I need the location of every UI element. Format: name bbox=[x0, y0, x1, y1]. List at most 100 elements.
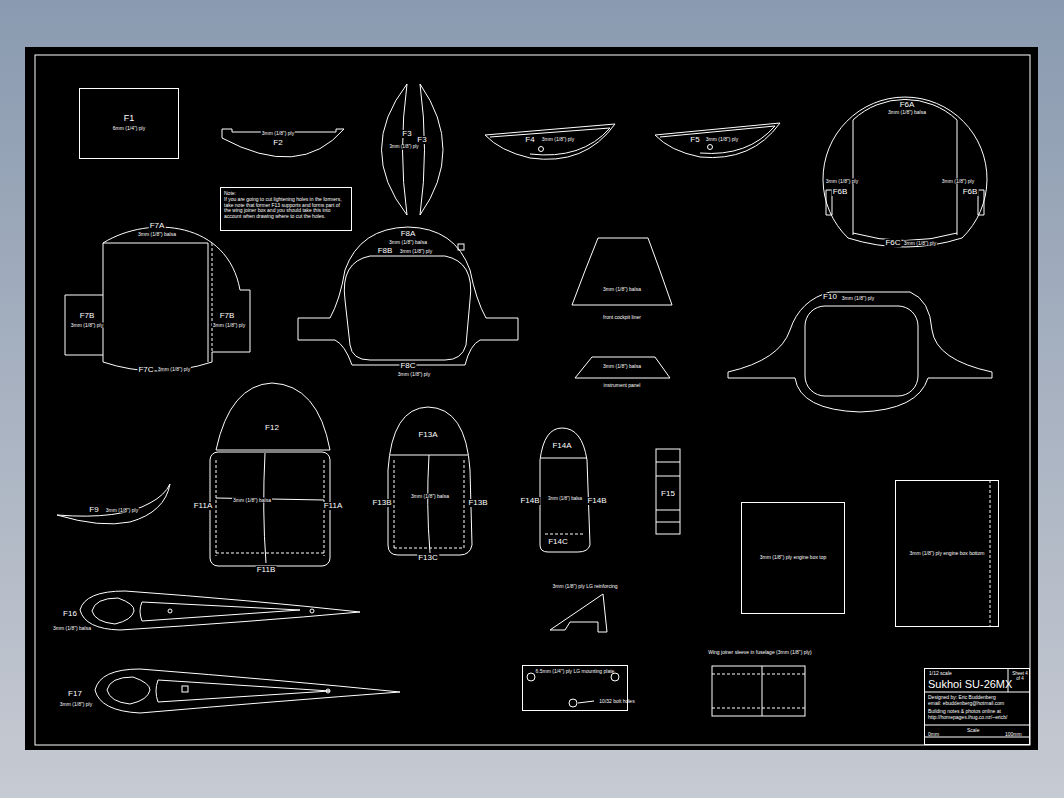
former-f6a-inner bbox=[853, 99, 957, 120]
side-f16 bbox=[80, 591, 360, 630]
part-note: 3mm (1/8") balsa bbox=[547, 497, 583, 502]
part-name: F6B bbox=[832, 188, 849, 196]
node-text: 6.5mm (1/4") ply LG mounting plate bbox=[536, 669, 615, 675]
drawing-sheet bbox=[25, 47, 1038, 750]
part-note: 3mm (1/8") balsa bbox=[602, 287, 642, 292]
part-name: F4 bbox=[524, 136, 535, 144]
node-heading: 1/12 scale bbox=[929, 671, 952, 677]
leader-line bbox=[578, 701, 594, 703]
part-name: F11A bbox=[193, 502, 214, 510]
part-note: 3mm (1/8") ply bbox=[399, 249, 433, 254]
node-text: Sheet 4 of 4 bbox=[1010, 672, 1030, 682]
part-note: 3mm (1/8") ply LG reinforcing bbox=[551, 584, 618, 589]
part-name: F13B bbox=[371, 499, 392, 507]
notch bbox=[182, 686, 188, 692]
former-f5-inner bbox=[660, 126, 775, 153]
title-block-grid bbox=[924, 668, 1030, 737]
part-note: 3mm (1/8") ply bbox=[70, 323, 104, 328]
part-note: 3mm (1/8") ply bbox=[59, 702, 93, 707]
bolt-hole bbox=[569, 699, 577, 707]
part-note: 3mm (1/8") ply bbox=[157, 367, 191, 372]
part-name: F3 bbox=[401, 130, 412, 138]
node-text: 100mm bbox=[1005, 732, 1022, 738]
node-heading: F1 bbox=[124, 113, 135, 123]
node-text: email: ebuddenberg@hotmail.com bbox=[928, 701, 1004, 707]
former-f11 bbox=[210, 452, 330, 566]
cutout bbox=[156, 680, 330, 702]
part-name: F9 bbox=[88, 506, 99, 514]
hole bbox=[539, 147, 544, 152]
part-name: F15 bbox=[660, 490, 676, 498]
former-f7c bbox=[103, 362, 212, 371]
former-f7-lines bbox=[103, 243, 208, 362]
lg-reinforcing bbox=[550, 594, 607, 632]
part-note: 3mm (1/8") balsa bbox=[137, 232, 177, 237]
former-f11-line bbox=[264, 453, 266, 563]
part-name: F6B bbox=[962, 188, 979, 196]
part-note: 3mm (1/8") ply bbox=[941, 179, 975, 184]
node-text: Building notes & photos online at bbox=[928, 709, 1001, 715]
hole bbox=[326, 689, 330, 693]
former-f3-left bbox=[382, 84, 408, 215]
part-note: 3mm (1/8") ply bbox=[541, 137, 575, 142]
cutout bbox=[107, 677, 150, 704]
part-name: F6C bbox=[884, 239, 901, 247]
former-f8-outer bbox=[298, 227, 518, 365]
part-name: F7A bbox=[149, 222, 166, 230]
former-f5 bbox=[655, 123, 780, 158]
part-name: F13A bbox=[417, 431, 438, 439]
part-note: 3mm (1/8") ply bbox=[825, 179, 859, 184]
engine-box-dash bbox=[990, 480, 991, 627]
sleeve-dash bbox=[712, 674, 805, 708]
instrument-panel bbox=[575, 357, 670, 378]
former-f4 bbox=[485, 124, 615, 159]
part-note: 3mm (1/8") balsa bbox=[602, 364, 642, 369]
part-name: F14B bbox=[586, 497, 607, 505]
part-name: F14A bbox=[551, 442, 572, 450]
part-note: 3mm (1/8") ply bbox=[397, 372, 431, 377]
part-f9 bbox=[57, 484, 170, 524]
former-f10-inner bbox=[805, 306, 918, 396]
part-note: 10/32 bolt holes bbox=[598, 699, 635, 704]
former-f7-dash bbox=[212, 243, 213, 352]
node-text: 0mm bbox=[928, 732, 939, 738]
part-note: 3mm (1/8") balsa bbox=[232, 498, 272, 503]
part-name: F7B bbox=[79, 312, 96, 320]
part-note: instrument panel bbox=[603, 383, 642, 388]
part-name: F12 bbox=[264, 424, 280, 432]
part-note: 3mm (1/8") ply bbox=[841, 296, 875, 301]
former-f15-lines bbox=[656, 462, 680, 522]
part-name: F14B bbox=[519, 497, 540, 505]
part-note: 3mm (1/8") balsa bbox=[410, 494, 450, 499]
former-f6-outer bbox=[823, 97, 987, 238]
former-f13-line bbox=[428, 455, 430, 553]
part-note: 3mm (1/8") ply bbox=[105, 508, 139, 513]
former-f6c bbox=[848, 238, 962, 247]
part-name: F11A bbox=[323, 502, 344, 510]
former-f3-right bbox=[420, 84, 443, 215]
former-f12 bbox=[216, 383, 330, 450]
part-name: F6A bbox=[899, 101, 916, 109]
former-f11-dash bbox=[216, 460, 324, 556]
part-name: F17 bbox=[67, 690, 83, 698]
part-note: front cockpit liner bbox=[602, 315, 642, 320]
node-text: Designed by: Eric Buddenberg bbox=[928, 695, 996, 701]
notch bbox=[458, 244, 464, 250]
note-box: Note:If you are going to cut lightening … bbox=[220, 187, 352, 231]
hole bbox=[168, 609, 172, 613]
part-name: F11B bbox=[256, 566, 277, 574]
part-note: 3mm (1/8") ply bbox=[705, 137, 739, 142]
part-name: F8B bbox=[377, 247, 394, 255]
part-note: Wing joiner sleeve in fuselage (3mm (1/8… bbox=[707, 650, 812, 655]
sheet-border bbox=[35, 55, 1030, 745]
node-text: 3mm (1/8") ply engine box bottom bbox=[910, 551, 985, 557]
former-f8-inner bbox=[344, 256, 470, 360]
hole bbox=[310, 609, 314, 613]
former-f14-line bbox=[541, 458, 587, 459]
engine-box-bottom: 3mm (1/8") ply engine box bottom bbox=[895, 480, 999, 627]
cutout bbox=[140, 602, 300, 621]
part-note: 3mm (1/8") ply bbox=[261, 131, 295, 136]
wing-joiner-sleeve bbox=[712, 666, 805, 716]
hole bbox=[708, 145, 713, 150]
